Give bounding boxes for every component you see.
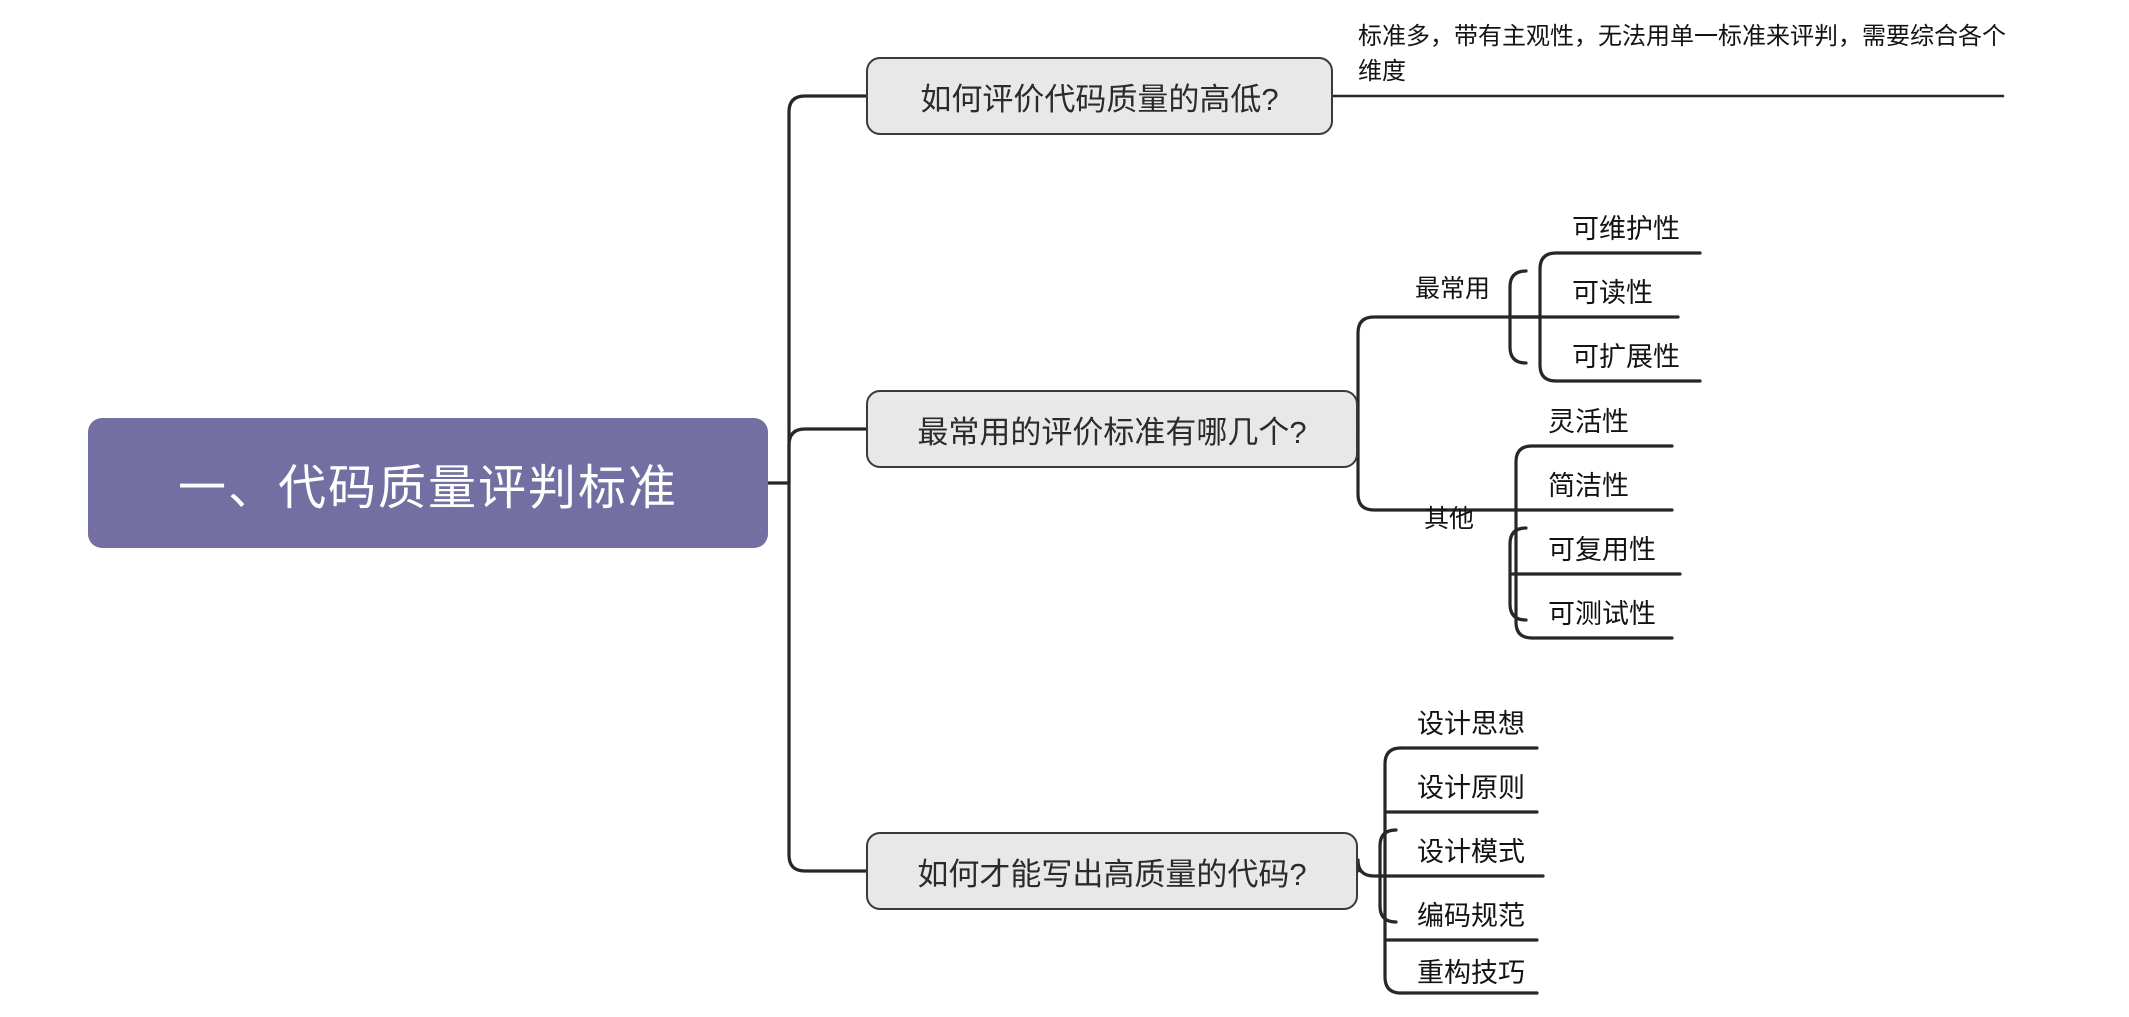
root-node-label: 一、代码质量评判标准	[177, 462, 678, 515]
leaf-label[interactable]: 可扩展性	[1572, 342, 1680, 372]
branch-node-label: 如何评价代码质量的高低?	[920, 81, 1279, 117]
leaf-label[interactable]: 可测试性	[1548, 599, 1656, 629]
branch-node-label: 如何才能写出高质量的代码?	[917, 856, 1307, 892]
leaf-label[interactable]: 编码规范	[1417, 901, 1525, 931]
leaf-label[interactable]: 可维护性	[1572, 214, 1680, 244]
leaf-label[interactable]: 设计模式	[1417, 837, 1525, 867]
leaf-label[interactable]: 简洁性	[1548, 471, 1629, 501]
leaf-label[interactable]: 灵活性	[1548, 407, 1629, 437]
branch-node-3[interactable]: 如何才能写出高质量的代码?	[866, 832, 1358, 910]
leaf-label[interactable]: 可读性	[1572, 278, 1653, 308]
edge-label: 最常用	[1415, 275, 1491, 303]
branch-node-1[interactable]: 如何评价代码质量的高低?	[866, 57, 1333, 135]
leaf-label[interactable]: 设计思想	[1417, 709, 1525, 739]
branch-node-label: 最常用的评价标准有哪几个?	[917, 414, 1307, 450]
root-node[interactable]: 一、代码质量评判标准	[88, 418, 768, 548]
leaf-label[interactable]: 设计原则	[1417, 773, 1525, 803]
branch-node-2[interactable]: 最常用的评价标准有哪几个?	[866, 390, 1358, 468]
leaf-label[interactable]: 可复用性	[1548, 535, 1656, 565]
branch-note-text: 标准多，带有主观性，无法用单一标准来评判，需要综合各个维度	[1358, 23, 2006, 85]
leaf-label[interactable]: 重构技巧	[1417, 958, 1525, 988]
edge-label: 其他	[1424, 505, 1475, 533]
